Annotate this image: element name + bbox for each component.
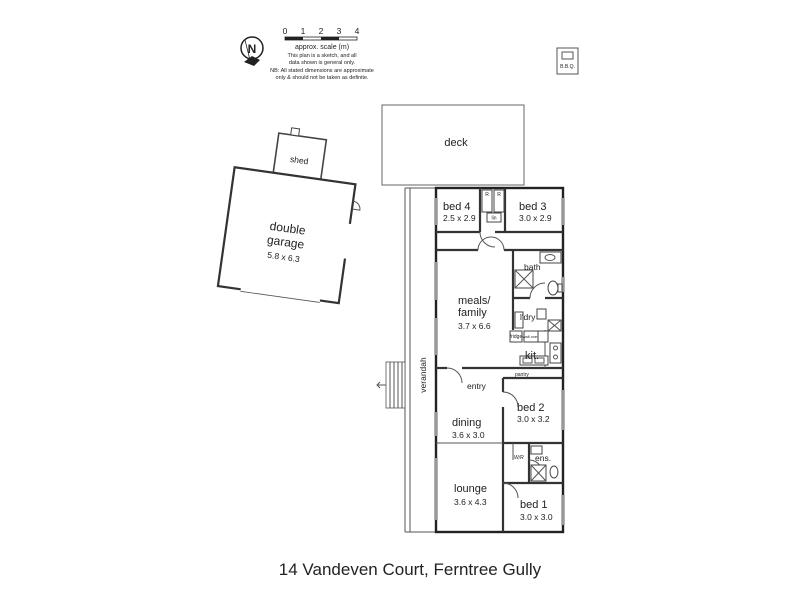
scale-tick-1: 1 [301, 26, 306, 36]
deck-label: deck [444, 137, 468, 149]
step-arrow-icon [376, 381, 386, 389]
toilet-icon [547, 280, 559, 296]
property-address: 14 Vandeven Court, Ferntree Gully [279, 560, 542, 579]
lounge-dims: 3.6 x 4.3 [454, 497, 487, 507]
linen-label: lin [491, 216, 496, 222]
deck: deck [381, 104, 525, 186]
scale-note-2: data shown is general only. [289, 60, 356, 66]
lounge-label: lounge [454, 483, 487, 495]
kitchen-label: kit. [525, 350, 539, 362]
robes: R R lin [481, 189, 505, 223]
north-arrow-icon: N [240, 36, 264, 66]
verandah-steps [376, 361, 406, 409]
scale-label: approx. scale (m) [295, 44, 349, 51]
scale-bar-seg [285, 37, 303, 40]
meals-dims: 3.7 x 6.6 [458, 321, 491, 331]
garage-label-2: garage [266, 233, 305, 252]
bed1-dims: 3.0 x 3.0 [520, 512, 553, 522]
dining-dims: 3.6 x 3.0 [452, 430, 485, 440]
basin [539, 251, 562, 264]
wall-oven-label: wall oven [523, 334, 540, 339]
scale-tick-4: 4 [355, 26, 360, 36]
north-letter: N [248, 42, 257, 56]
cooktop [549, 342, 562, 364]
fridge-label: fridge [510, 334, 523, 340]
bbq-label: B.B.Q. [560, 64, 575, 70]
garage-group: shed double garage 5.8 x 6.3 [216, 127, 361, 305]
scale-bar-seg [321, 37, 339, 40]
ensuite-label: ens. [535, 453, 551, 463]
bed1-label: bed 1 [520, 499, 548, 511]
bed4-dims: 2.5 x 2.9 [443, 213, 476, 223]
bed4-label: bed 4 [443, 201, 471, 213]
scale-note-4: only & should not be taken as definite. [276, 75, 369, 81]
scale-note-3: NB: All stated dimensions are approximat… [270, 68, 374, 74]
entry-label: entry [467, 381, 487, 391]
bed2-label: bed 2 [517, 402, 545, 414]
scale-tick-3: 3 [337, 26, 342, 36]
garage-label-1: double [269, 219, 307, 238]
fridge [509, 330, 523, 343]
pantry-label: pantry [515, 372, 529, 378]
shed-label: shed [289, 154, 309, 167]
house: R R lin fridge wall ove [434, 186, 565, 534]
laundry-fixtures [514, 308, 562, 332]
garage-dims: 5.8 x 6.3 [267, 250, 301, 264]
scale-note-1: This plan is a sketch, and all [287, 53, 356, 59]
scale-tick-2: 2 [319, 26, 324, 36]
ensuite-toilet-icon [549, 465, 559, 479]
bath-label: bath [524, 262, 541, 272]
dining-label: dining [452, 417, 481, 429]
robe-label: R [485, 192, 489, 198]
bath-fixtures [514, 251, 563, 296]
wir-label: W/R [514, 455, 524, 461]
verandah: verandah [376, 187, 436, 533]
bed3-dims: 3.0 x 2.9 [519, 213, 552, 223]
robe-label: R [497, 192, 501, 198]
ensuite-fixtures [530, 445, 559, 482]
scale-tick-0: 0 [283, 26, 288, 36]
verandah-label: verandah [418, 357, 428, 393]
bbq: B.B.Q. [556, 47, 579, 75]
sink [519, 355, 549, 366]
meals-label-1: meals/ [458, 295, 491, 307]
meals-label-2: family [458, 307, 487, 319]
kitchen-fixtures: fridge wall oven [509, 330, 562, 366]
bed3-label: bed 3 [519, 201, 547, 213]
bed2-dims: 3.0 x 3.2 [517, 414, 550, 424]
scale-legend: 0 1 2 3 4 approx. scale (m) This plan is… [270, 26, 374, 81]
laundry-label: l'dry [520, 312, 536, 322]
